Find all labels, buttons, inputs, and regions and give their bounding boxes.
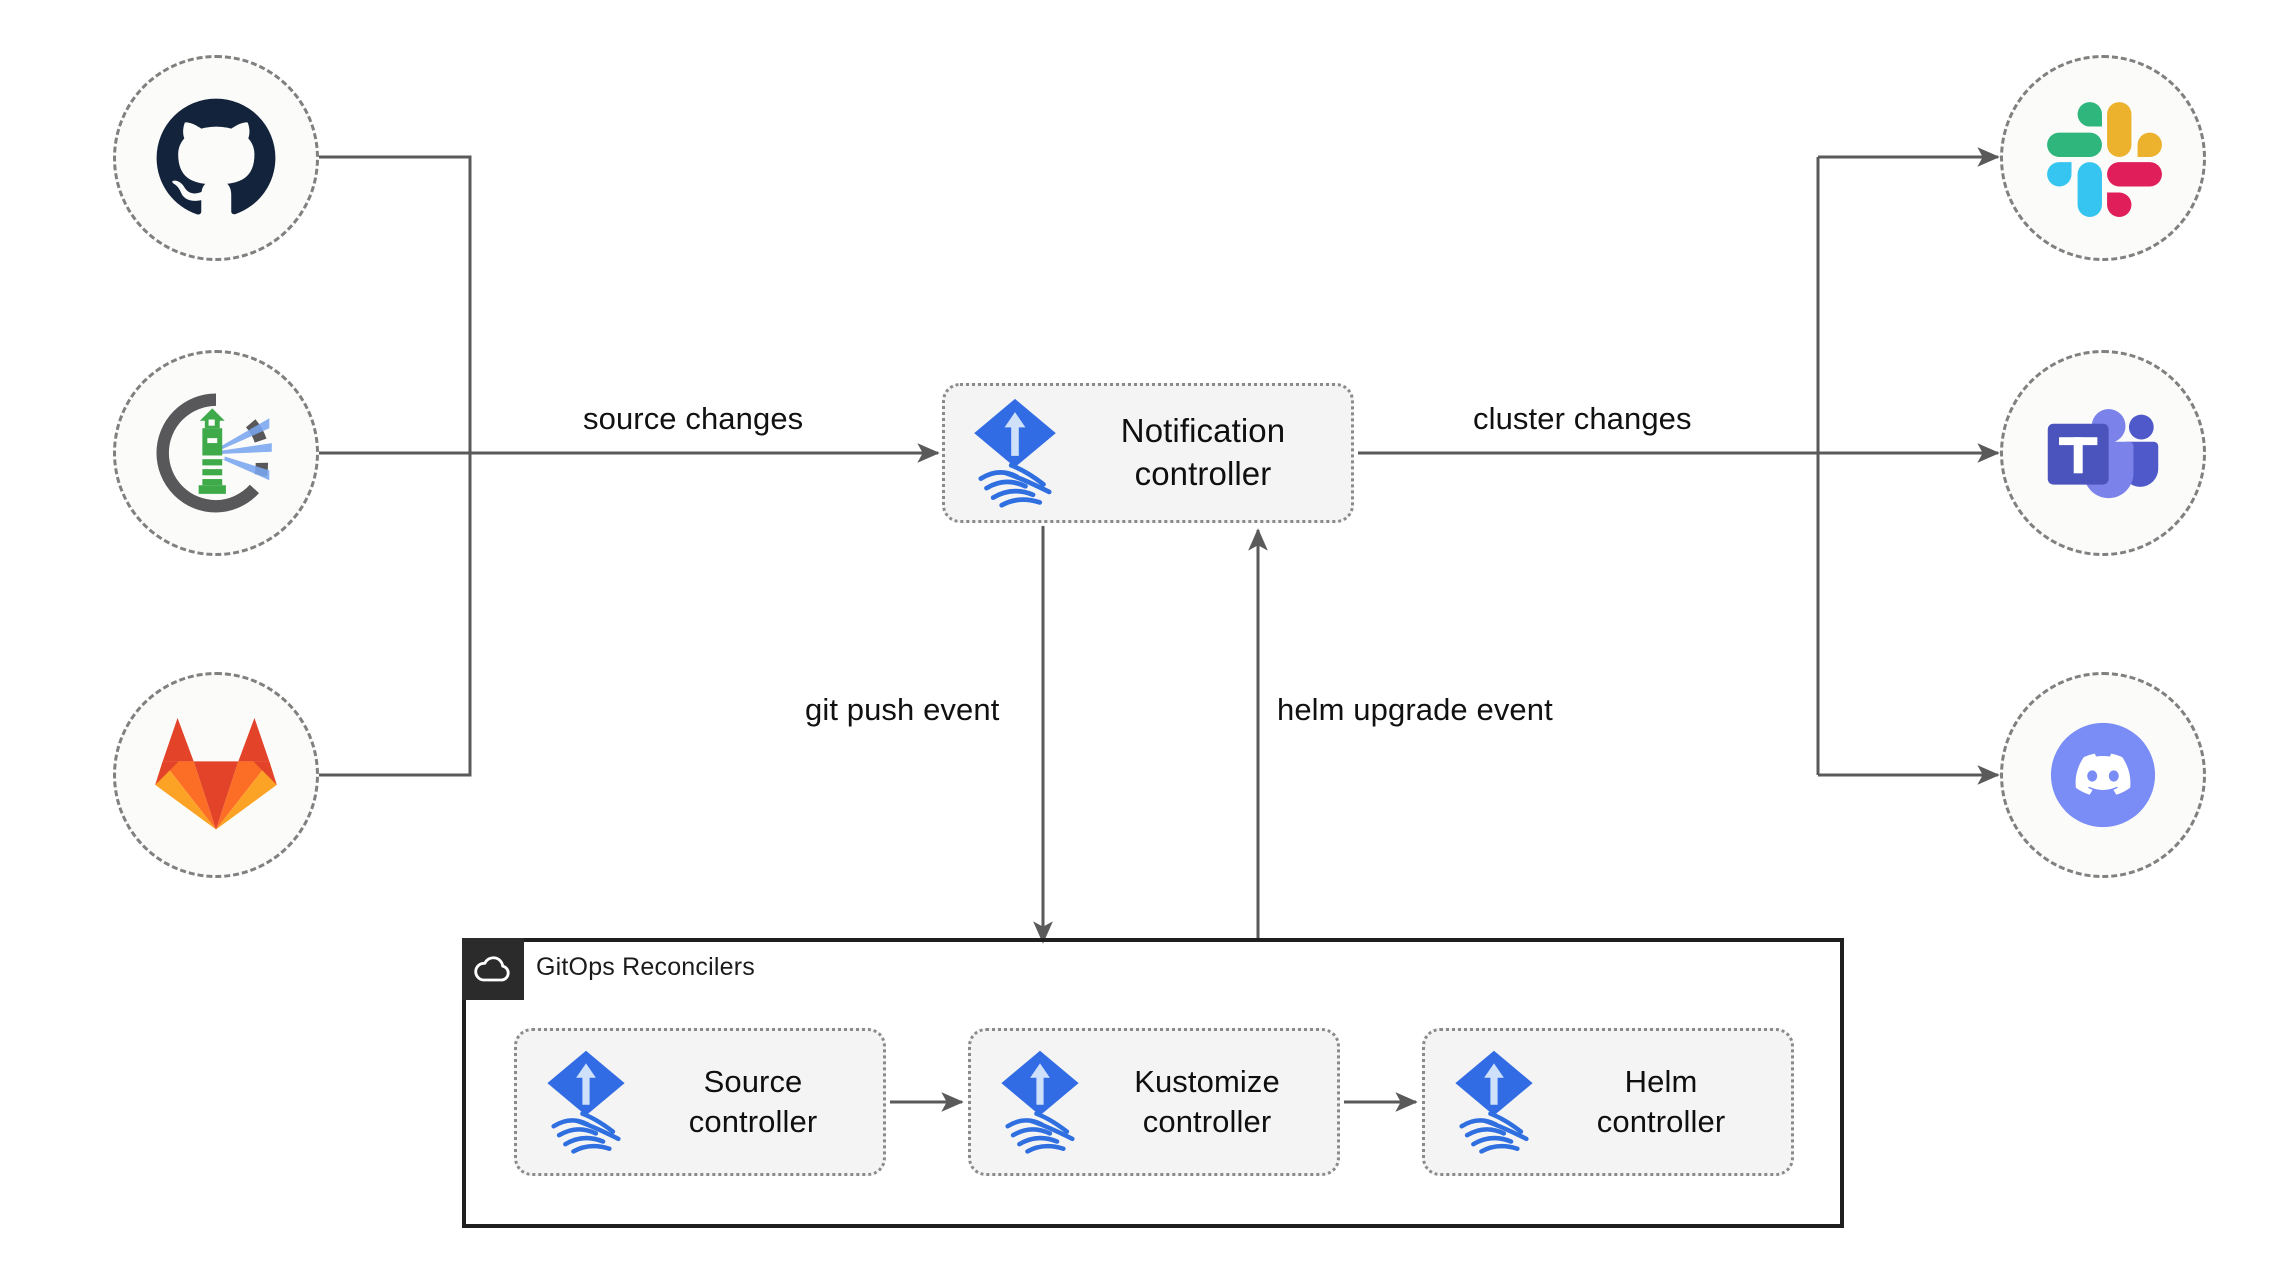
edge-label-helm-upgrade-event: helm upgrade event <box>1277 692 1553 727</box>
flux-icon <box>967 397 1063 509</box>
slack-icon <box>2041 96 2165 220</box>
harbor-icon <box>154 391 278 515</box>
teams-icon <box>2041 391 2165 515</box>
flux-icon <box>995 1049 1085 1155</box>
source-node-github[interactable] <box>113 55 319 261</box>
gitops-reconcilers-container <box>462 938 1844 1228</box>
flux-icon <box>541 1049 631 1155</box>
target-node-discord[interactable] <box>2000 672 2206 878</box>
github-icon <box>154 96 278 220</box>
source-node-harbor[interactable] <box>113 350 319 556</box>
flux-icon <box>1449 1049 1539 1155</box>
target-node-slack[interactable] <box>2000 55 2206 261</box>
target-node-teams[interactable] <box>2000 350 2206 556</box>
edge-label-git-push-event: git push event <box>805 692 1000 727</box>
edge-gitlab-to-trunk <box>318 453 472 777</box>
source-node-gitlab[interactable] <box>113 672 319 878</box>
edge-github-to-trunk <box>318 155 472 453</box>
cloud-icon <box>462 938 524 1000</box>
gitlab-icon <box>154 713 278 837</box>
edge-label-source-changes: source changes <box>583 401 804 436</box>
discord-icon <box>2041 713 2165 837</box>
edge-label-cluster-changes: cluster changes <box>1473 401 1692 436</box>
gitops-reconcilers-title: GitOps Reconcilers <box>536 953 755 981</box>
